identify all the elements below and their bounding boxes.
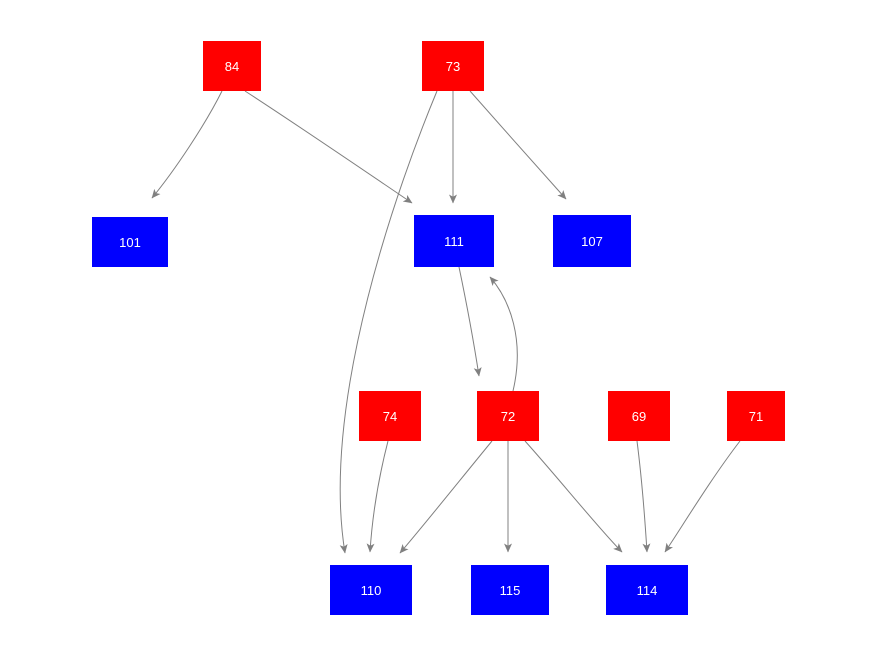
graph-edge [458, 266, 482, 377]
graph-node-label: 72 [500, 408, 516, 424]
graph-node-label: 74 [382, 408, 398, 424]
graph-node-101[interactable]: 101 [92, 217, 168, 267]
graph-node-72[interactable]: 72 [477, 391, 539, 441]
graph-node-111[interactable]: 111 [414, 215, 494, 267]
graph-edge [366, 440, 389, 553]
graph-edge [244, 90, 413, 204]
graph-edge [489, 276, 518, 392]
graph-edge [339, 90, 438, 554]
graph-node-label: 115 [499, 582, 521, 598]
graph-node-label: 101 [119, 234, 141, 250]
graph-edge [636, 440, 651, 553]
graph-node-label: 84 [224, 58, 240, 74]
graph-node-71[interactable]: 71 [727, 391, 785, 441]
graph-node-115[interactable]: 115 [471, 565, 549, 615]
graph-node-74[interactable]: 74 [359, 391, 421, 441]
graph-node-84[interactable]: 84 [203, 41, 261, 91]
graph-node-114[interactable]: 114 [606, 565, 688, 615]
graph-edge [469, 90, 567, 200]
graph-node-label: 114 [636, 582, 658, 598]
graph-edge [151, 90, 223, 199]
graph-edge [524, 440, 623, 553]
graph-edge [399, 440, 493, 554]
graph-node-69[interactable]: 69 [608, 391, 670, 441]
graph-node-107[interactable]: 107 [553, 215, 631, 267]
graph-node-label: 110 [360, 582, 382, 598]
graph-node-label: 71 [748, 408, 764, 424]
graph-edge [664, 440, 741, 553]
graph-node-label: 111 [444, 233, 464, 249]
graph-node-73[interactable]: 73 [422, 41, 484, 91]
graph-node-label: 73 [445, 58, 461, 74]
graph-node-110[interactable]: 110 [330, 565, 412, 615]
edges [151, 90, 741, 554]
graph-node-label: 107 [581, 233, 603, 249]
graph-node-label: 69 [631, 408, 647, 424]
